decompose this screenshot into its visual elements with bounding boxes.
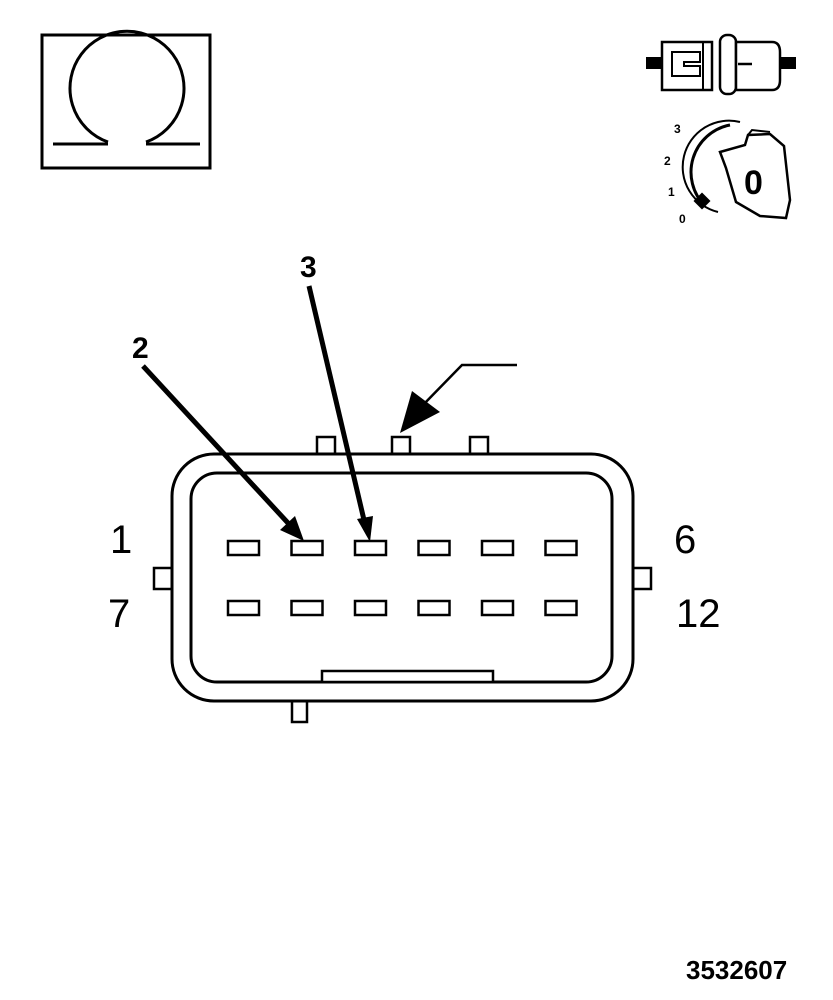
- pin-cavity-10: [417, 599, 451, 617]
- figure-id: 3532607: [686, 955, 787, 985]
- pin-cavity-3: [353, 539, 388, 557]
- pin-label-7: 7: [108, 592, 130, 636]
- pin-label-12: 12: [676, 592, 721, 636]
- key-label: 0: [744, 164, 763, 202]
- ohm-symbol-icon: [40, 29, 212, 170]
- key-position-0: 0: [679, 212, 686, 226]
- key-position-1: 1: [668, 185, 675, 199]
- key-position-3: 3: [674, 122, 681, 136]
- pin-cavity-5: [480, 539, 515, 557]
- pin-cavity-8: [290, 599, 324, 617]
- key-position-2: 2: [664, 154, 671, 168]
- pin-cavity-9: [353, 599, 388, 617]
- pin-cavity-11: [480, 599, 515, 617]
- pin-label-6: 6: [674, 518, 696, 562]
- disconnected-connector-icon: [646, 33, 796, 96]
- pin-cavity-1: [226, 539, 261, 557]
- pin-cavity-4: [417, 539, 451, 557]
- callout-3: 3: [300, 251, 373, 542]
- callout-3-label: 3: [300, 251, 317, 284]
- pin-cavity-7: [226, 599, 261, 617]
- pin-cavity-12: [544, 599, 578, 617]
- locking-tab-leader: [400, 363, 517, 433]
- pin-label-1: 1: [110, 518, 132, 562]
- callout-2-label: 2: [132, 332, 149, 365]
- connector-housing: [152, 435, 653, 724]
- pin-cavities: [226, 539, 578, 617]
- pin-cavity-2: [290, 539, 324, 557]
- pin-cavity-6: [544, 539, 578, 557]
- callout-2: 2: [132, 332, 304, 541]
- ignition-key-icon: 3 2 1 0 0: [664, 119, 792, 226]
